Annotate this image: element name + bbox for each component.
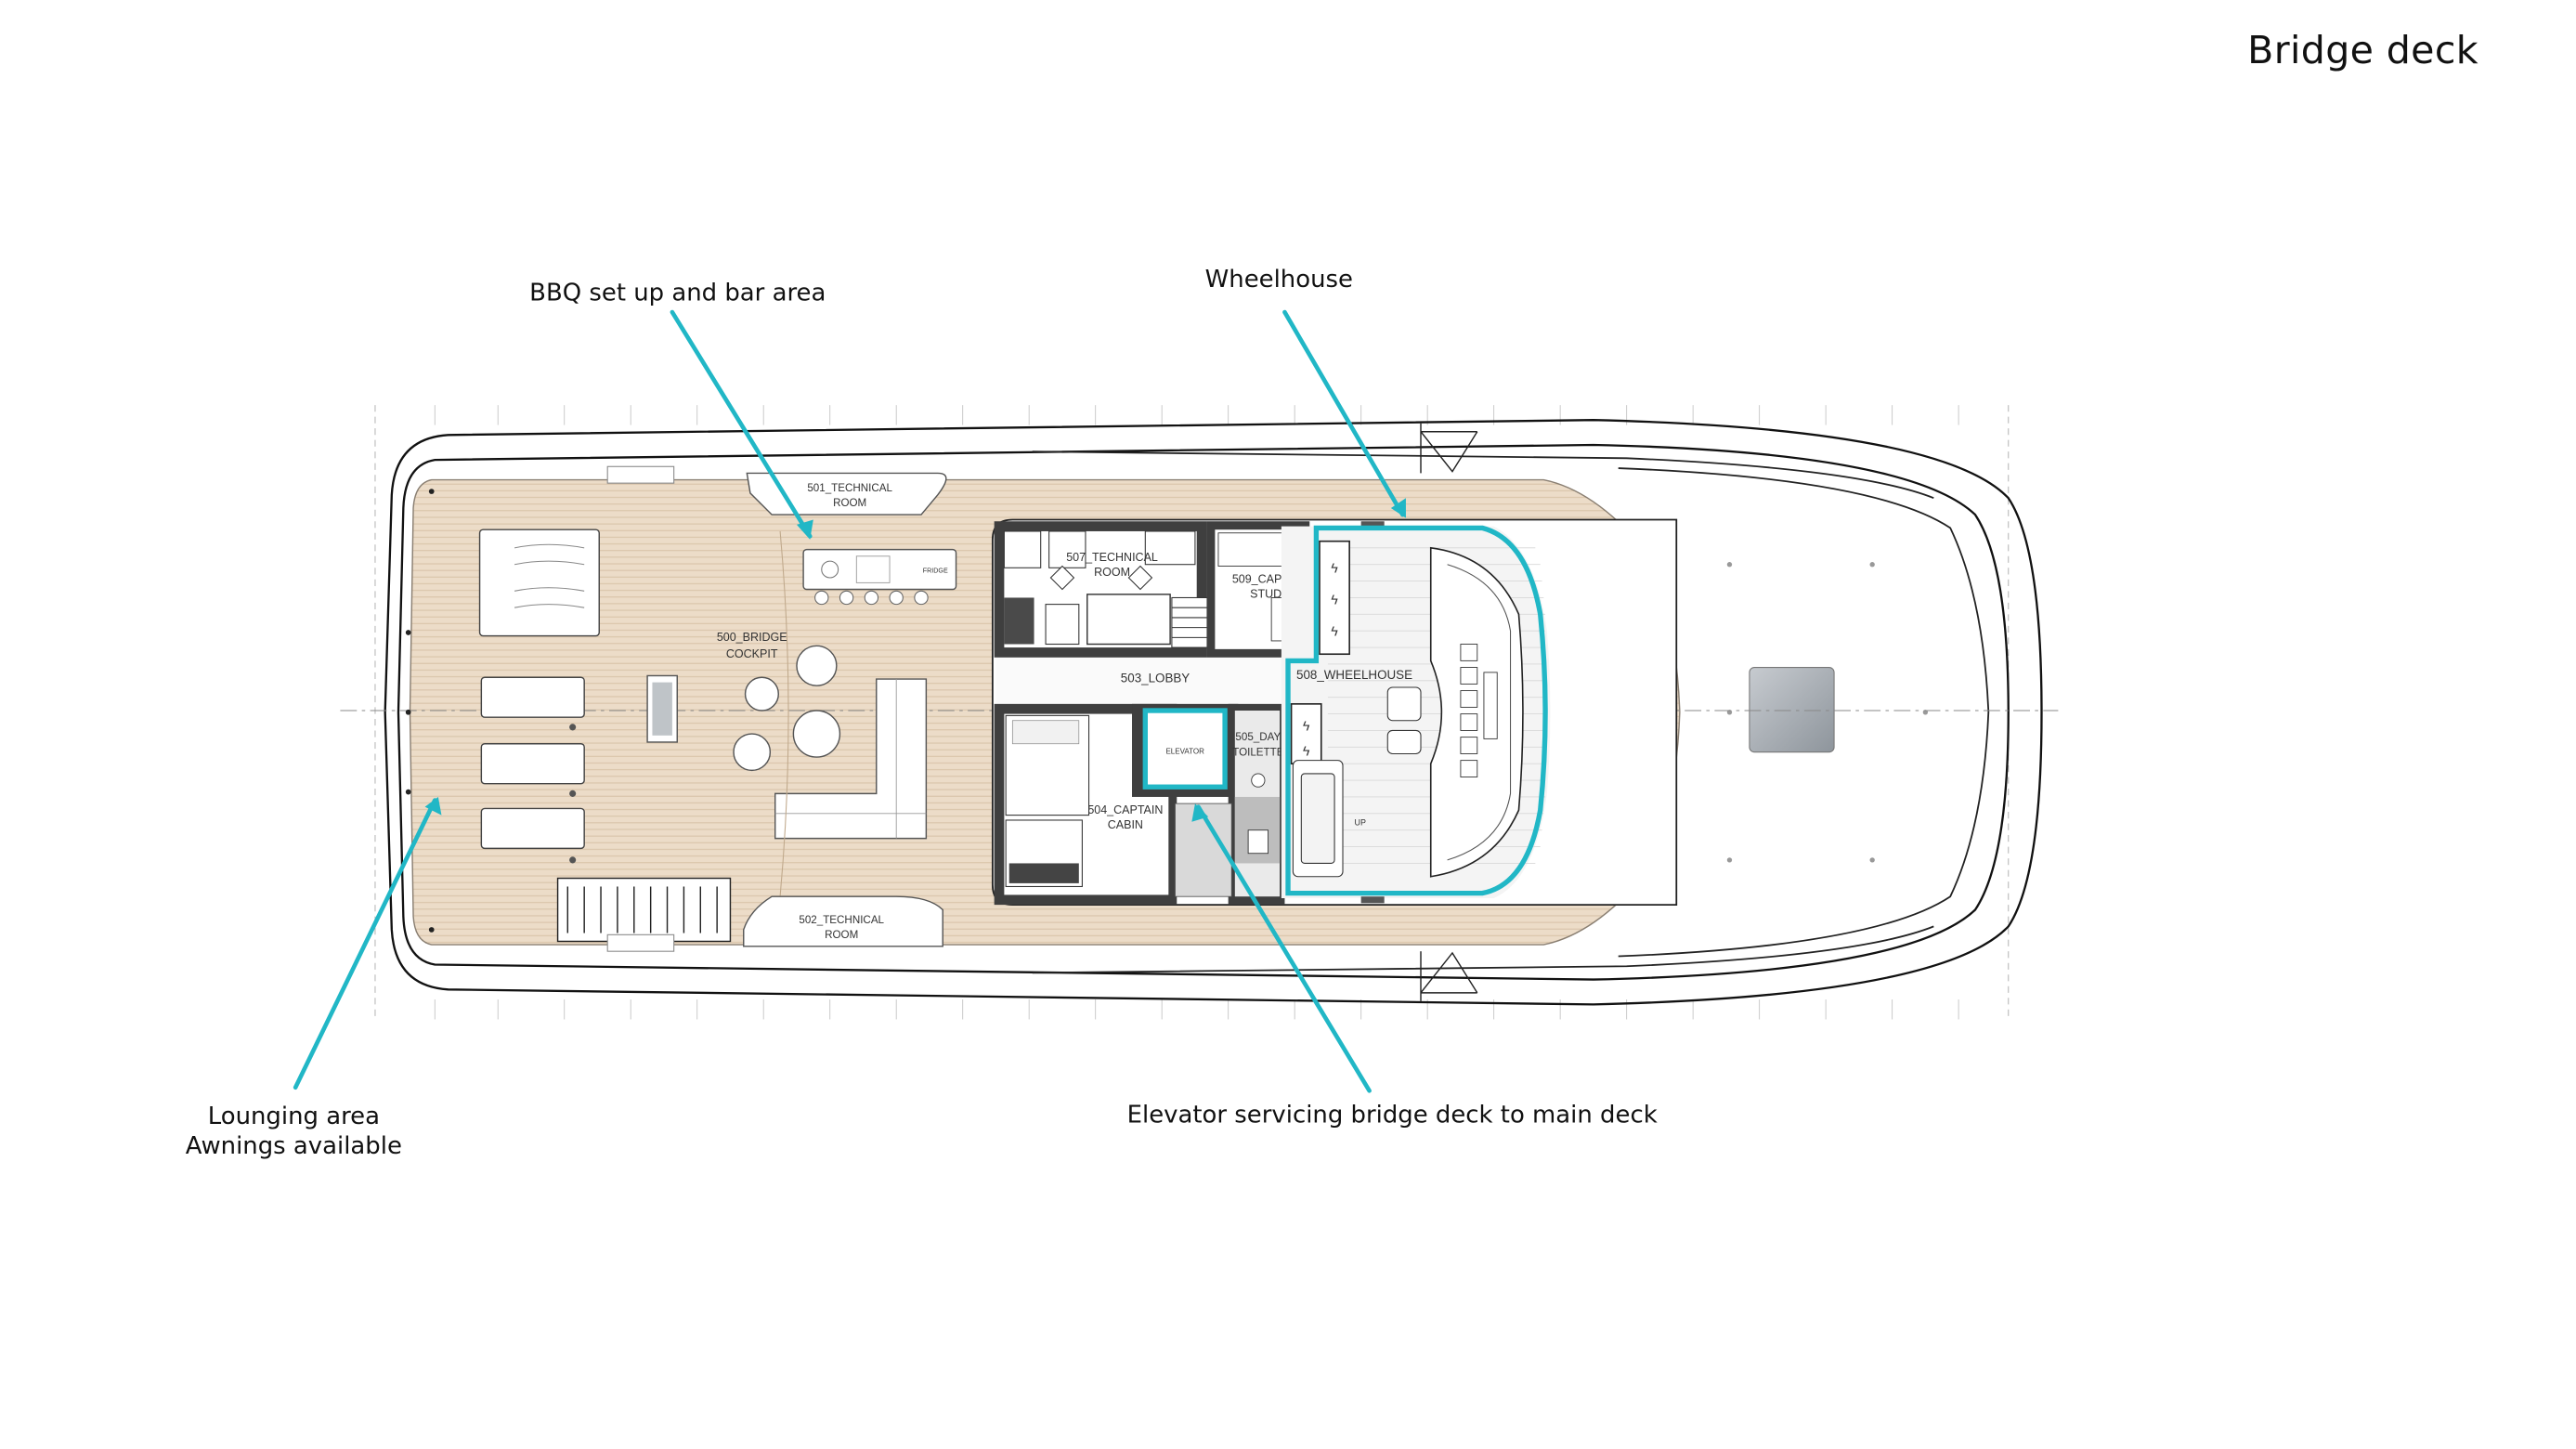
wheelhouse-area: ϟ ϟ ϟ ϟ ϟ UP <box>1281 521 1551 904</box>
lobby-label: 503_LOBBY <box>1121 672 1190 685</box>
lightning-icon: ϟ <box>1331 625 1338 640</box>
day-toilet-label-line2: TOILETTE <box>1232 746 1284 758</box>
hull-outline <box>384 419 2043 1006</box>
lightning-icon: ϟ <box>1303 719 1310 734</box>
lightning-icon: ϟ <box>1303 744 1310 759</box>
room-501-label-line1: 501_TECHNICAL <box>807 482 892 494</box>
day-toilet <box>1228 703 1285 906</box>
bbq-bar-counter: FRIDGE <box>802 548 957 606</box>
cockpit-furniture <box>733 645 928 840</box>
bridge-cockpit-label-line2: COCKPIT <box>726 647 778 660</box>
wheelhouse-highlight <box>1285 525 1548 896</box>
foredeck-hatch <box>1749 666 1835 753</box>
callout-lounging-line2: Awnings available <box>185 1133 402 1161</box>
technical-room-502 <box>743 895 943 947</box>
captain-cabin-label-line2: CABIN <box>1108 818 1143 831</box>
side-table <box>646 674 678 743</box>
room-507-label-line1: 507_TECHNICAL <box>1066 551 1158 564</box>
callout-elevator-label: Elevator servicing bridge deck to main d… <box>1126 1102 1658 1129</box>
callout-lounging-line1: Lounging area <box>207 1103 381 1131</box>
room-502-label-line1: 502_TECHNICAL <box>799 914 884 926</box>
page-title: Bridge deck <box>2247 30 2478 73</box>
technical-room-501 <box>746 472 947 516</box>
elevator-label: ELEVATOR <box>1165 747 1204 755</box>
technical-room-507 <box>994 521 1207 658</box>
bridge-cockpit-label-line1: 500_BRIDGE <box>717 631 787 644</box>
wheelhouse-label: 508_WHEELHOUSE <box>1296 668 1412 682</box>
callout-wheelhouse-label: Wheelhouse <box>1204 267 1353 294</box>
day-toilet-label-line1: 505_DAY <box>1235 731 1281 743</box>
sun-loungers <box>480 676 585 850</box>
captain-study-label-line2: STUDY <box>1250 587 1290 600</box>
elevator-shaft: ELEVATOR <box>1132 703 1239 797</box>
up-label: UP <box>1355 817 1366 827</box>
room-501-label-line2: ROOM <box>833 497 866 509</box>
callout-bbq-label: BBQ set up and bar area <box>529 281 826 307</box>
callout-lounging-label: Lounging area Awnings available <box>166 1103 422 1162</box>
room-507-label-line2: ROOM <box>1094 566 1130 579</box>
fridge-label: FRIDGE <box>923 568 948 575</box>
room-502-label-line2: ROOM <box>825 929 858 941</box>
aft-stairs <box>556 877 732 943</box>
captain-cabin-label-line1: 504_CAPTAIN <box>1087 803 1163 816</box>
lightning-icon: ϟ <box>1331 594 1338 608</box>
lightning-icon: ϟ <box>1331 562 1338 577</box>
callout-leaders <box>293 309 1405 1093</box>
sunpad-upper <box>478 529 600 637</box>
